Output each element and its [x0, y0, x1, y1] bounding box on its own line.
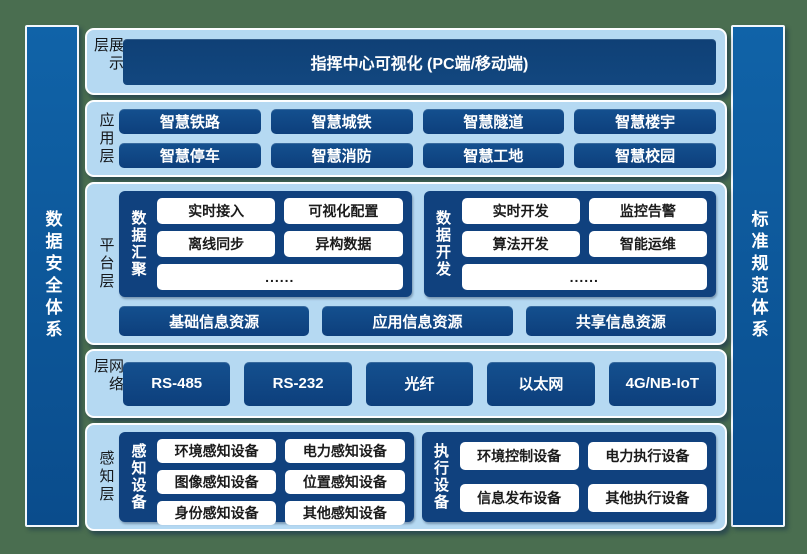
command-center-banner: 指挥中心可视化 (PC端/移动端): [123, 38, 716, 85]
network-block-rs485: RS-485: [123, 361, 231, 406]
chip-env-sensing: 环境感知设备: [157, 439, 277, 463]
layer-panel-application: 应用层 智慧铁路 智慧城铁 智慧隧道 智慧楼宇 智慧停车 智慧消防 智慧工地 智…: [85, 100, 727, 177]
data-aggregation-chips: 实时接入 可视化配置 离线同步 异构数据 ......: [157, 198, 403, 290]
layer-label-network: 网络层: [92, 358, 124, 394]
chip-other-sensing: 其他感知设备: [285, 501, 405, 525]
sensing-device-chips: 环境感知设备 电力感知设备 图像感知设备 位置感知设备 身份感知设备 其他感知设…: [157, 439, 405, 525]
group-box-data-development: 数据开发 实时开发 监控告警 算法开发 智能运维 ......: [423, 191, 716, 297]
data-development-chips: 实时开发 监控告警 算法开发 智能运维 ......: [461, 198, 707, 290]
execution-device-chips: 环境控制设备 电力执行设备 信息发布设备 其他执行设备: [459, 439, 707, 515]
chip-offline-sync: 离线同步: [157, 231, 276, 257]
app-block-smart-site: 智慧工地: [422, 143, 565, 168]
chip-monitor-alert: 监控告警: [588, 198, 707, 224]
group-label-data-development: 数据开发: [434, 210, 451, 278]
app-block-smart-tunnel: 智慧隧道: [422, 109, 565, 134]
network-block-4g-nbiot: 4G/NB-IoT: [608, 361, 717, 406]
platform-layer-body: 数据汇聚 实时接入 可视化配置 离线同步 异构数据 ...... 数据开发 实时…: [119, 191, 716, 336]
platform-groups-row: 数据汇聚 实时接入 可视化配置 离线同步 异构数据 ...... 数据开发 实时…: [119, 191, 716, 297]
chip-realtime-access: 实时接入: [157, 198, 276, 224]
chip-visual-config: 可视化配置: [284, 198, 403, 224]
chip-heterogeneous-data: 异构数据: [284, 231, 403, 257]
app-block-smart-metro: 智慧城铁: [270, 109, 413, 134]
group-box-execution-devices: 执行设备 环境控制设备 电力执行设备 信息发布设备 其他执行设备: [421, 432, 716, 522]
layer-label-perception: 感知层: [97, 450, 115, 504]
chip-other-execution: 其他执行设备: [587, 483, 707, 512]
layer-label-application: 应用层: [97, 111, 115, 166]
chip-power-sensing: 电力感知设备: [285, 439, 405, 463]
pillar-standards: 标准规范体系: [731, 25, 785, 527]
chip-identity-sensing: 身份感知设备: [157, 501, 277, 525]
network-block-fiber: 光纤: [365, 361, 474, 406]
chip-more-development: ......: [461, 264, 707, 290]
resource-shared-info: 共享信息资源: [525, 306, 716, 336]
resource-basic-info: 基础信息资源: [119, 306, 310, 336]
pillar-data-security: 数据安全体系: [25, 25, 79, 527]
pillar-data-security-label: 数据安全体系: [42, 210, 62, 342]
layer-panel-network: 网络层 RS-485 RS-232 光纤 以太网 4G/NB-IoT: [85, 349, 727, 418]
chip-power-execution: 电力执行设备: [587, 442, 707, 471]
application-layer-body: 智慧铁路 智慧城铁 智慧隧道 智慧楼宇 智慧停车 智慧消防 智慧工地 智慧校园: [119, 109, 716, 168]
chip-realtime-dev: 实时开发: [461, 198, 580, 224]
group-label-sensing-devices: 感知设备: [129, 443, 147, 511]
network-layer-body: RS-485 RS-232 光纤 以太网 4G/NB-IoT: [123, 358, 717, 409]
app-block-smart-campus: 智慧校园: [574, 143, 716, 168]
chip-location-sensing: 位置感知设备: [285, 470, 405, 494]
group-label-execution-devices: 执行设备: [432, 443, 449, 511]
network-block-ethernet: 以太网: [487, 361, 595, 406]
chip-image-sensing: 图像感知设备: [157, 470, 277, 494]
layer-label-display: 展示层: [92, 37, 124, 73]
layer-panel-perception: 感知层 感知设备 环境感知设备 电力感知设备 图像感知设备 位置感知设备 身份感…: [85, 423, 727, 531]
layer-label-platform: 平台层: [97, 236, 115, 291]
layer-panel-display: 展示层 指挥中心可视化 (PC端/移动端): [85, 28, 727, 95]
pillar-standards-label: 标准规范体系: [748, 210, 768, 342]
layer-panel-platform: 平台层 数据汇聚 实时接入 可视化配置 离线同步 异构数据 ...... 数据开…: [85, 182, 727, 345]
network-block-rs232: RS-232: [244, 361, 352, 406]
chip-smart-ops: 智能运维: [588, 231, 707, 257]
resource-app-info: 应用信息资源: [322, 306, 513, 336]
app-block-smart-fire: 智慧消防: [270, 143, 413, 168]
app-block-smart-railway: 智慧铁路: [119, 109, 261, 134]
platform-resources-row: 基础信息资源 应用信息资源 共享信息资源: [119, 306, 716, 336]
group-box-sensing-devices: 感知设备 环境感知设备 电力感知设备 图像感知设备 位置感知设备 身份感知设备 …: [119, 432, 414, 525]
display-layer-body: 指挥中心可视化 (PC端/移动端): [123, 37, 716, 86]
app-block-smart-parking: 智慧停车: [119, 143, 261, 168]
chip-algorithm-dev: 算法开发: [461, 231, 580, 257]
chip-more-aggregation: ......: [157, 264, 403, 290]
chip-info-publish: 信息发布设备: [459, 483, 579, 512]
app-block-smart-building: 智慧楼宇: [574, 109, 716, 134]
chip-env-control: 环境控制设备: [459, 442, 579, 471]
group-label-data-aggregation: 数据汇聚: [129, 210, 147, 278]
perception-layer-body: 感知设备 环境感知设备 电力感知设备 图像感知设备 位置感知设备 身份感知设备 …: [119, 432, 716, 525]
group-box-data-aggregation: 数据汇聚 实时接入 可视化配置 离线同步 异构数据 ......: [119, 191, 412, 297]
